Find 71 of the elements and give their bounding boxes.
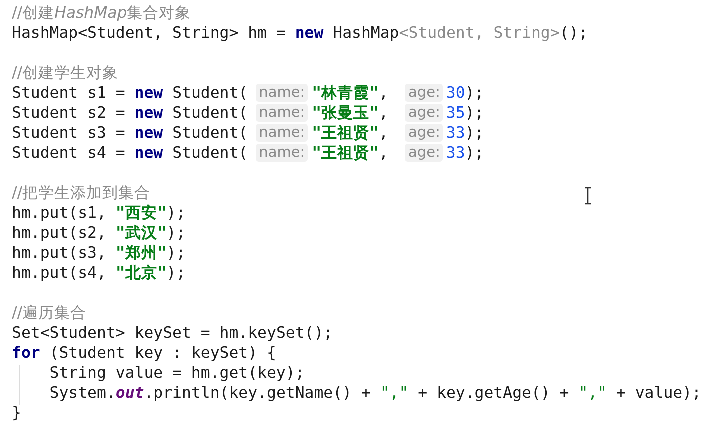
keyword: new [295, 23, 324, 43]
parameter-hint: age: [405, 84, 444, 102]
parameter-hint: name: [256, 144, 308, 162]
code-text: Student s4 = [12, 143, 126, 163]
string-literal: "北京" [116, 263, 167, 283]
keyword: new [134, 123, 164, 143]
string-literal: "武汉" [116, 223, 167, 243]
keyword: new [134, 103, 164, 123]
code-comment: //遍历集合 [12, 303, 87, 323]
string-literal: "林青霞" [312, 83, 380, 103]
string-literal: "西安" [116, 203, 167, 223]
code-text: , [379, 143, 388, 163]
string-literal: "郑州" [116, 243, 167, 263]
keyword: new [134, 143, 164, 163]
parameter-hint: age: [405, 144, 444, 162]
code-text: hm.put(s3, [12, 243, 106, 263]
number-literal: 33 [446, 143, 466, 163]
code-text: ); [166, 263, 186, 283]
code-text: String value = hm.get(key); [50, 363, 305, 383]
parameter-hint: age: [405, 104, 444, 122]
parameter-hint: name: [256, 124, 308, 142]
code-text: HashMap<Student, String> hm = [12, 23, 286, 43]
code-comment: 集合对象 [127, 3, 192, 23]
code-text: Student( [172, 83, 248, 103]
number-literal: 30 [446, 83, 466, 103]
keyword: new [134, 83, 164, 103]
code-text: Student( [172, 103, 248, 123]
code-text: Student s1 = [12, 83, 126, 103]
code-text: System. [50, 383, 116, 403]
code-text: , [379, 83, 388, 103]
parameter-hint: age: [405, 124, 444, 142]
code-text: Student s2 = [12, 103, 126, 123]
code-text: ); [465, 83, 484, 103]
code-text: ); [465, 143, 484, 163]
code-text: Student( [172, 123, 248, 143]
code-text: + key.getAge() + [418, 383, 570, 403]
number-literal: 33 [446, 123, 466, 143]
number-literal: 35 [446, 103, 466, 123]
code-text: HashMap [333, 23, 400, 43]
string-literal: "王祖贤" [312, 143, 380, 163]
code-text: ); [166, 203, 186, 223]
keyword: for [12, 343, 40, 363]
code-text: Set<Student> keySet = hm.keySet(); [12, 323, 334, 343]
string-literal: "张曼玉" [312, 103, 380, 123]
code-comment: //把学生添加到集合 [12, 183, 151, 203]
field-name: out [116, 383, 144, 403]
code-comment: //创建学生对象 [12, 63, 119, 83]
code-text: Student( [172, 143, 248, 163]
code-text: ); [465, 103, 484, 123]
type-parameter: <Student, String> [399, 23, 560, 43]
code-text: ); [166, 243, 186, 263]
code-text: .println(key.getName() + [144, 383, 371, 403]
parameter-hint: name: [256, 104, 308, 122]
code-comment: HashMap [54, 3, 128, 23]
string-literal: "," [380, 383, 409, 403]
string-literal: "王祖贤" [312, 123, 380, 143]
code-text: hm.put(s4, [12, 263, 106, 283]
code-text: hm.put(s2, [12, 223, 106, 243]
code-text: , [379, 123, 388, 143]
code-text: (); [560, 23, 588, 43]
code-comment: //创建 [12, 3, 55, 23]
code-text: (Student key : keySet) { [50, 343, 276, 363]
string-literal: "," [578, 383, 608, 403]
code-text: + value); [616, 383, 702, 403]
code-text: Student s3 = [12, 123, 126, 143]
code-text: hm.put(s1, [12, 203, 106, 223]
parameter-hint: name: [256, 84, 308, 102]
code-text: ); [166, 223, 186, 243]
code-text: ); [465, 123, 484, 143]
code-text: , [379, 103, 388, 123]
code-text: } [12, 403, 22, 423]
